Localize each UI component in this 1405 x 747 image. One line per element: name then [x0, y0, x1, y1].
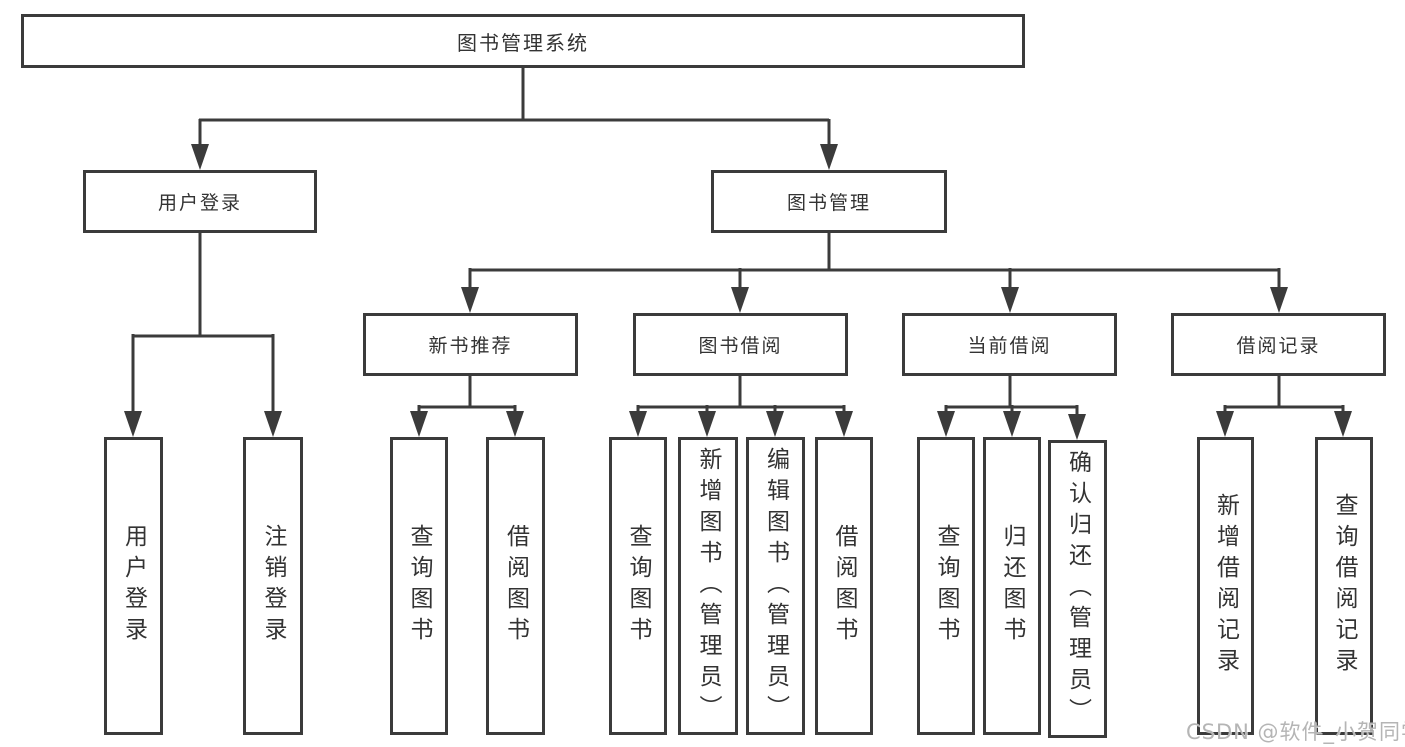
- node-current-borrow: 当前借阅: [902, 313, 1117, 376]
- arrow-down-icon: [1001, 287, 1019, 313]
- node-leaf-add-borrow-record: 新增借阅记录: [1197, 437, 1254, 735]
- arrow-down-icon: [731, 287, 749, 313]
- node-user-login-branch: 用户登录: [83, 170, 317, 233]
- node-leaf-query-books-recommend: 查询图书: [390, 437, 448, 735]
- arrow-down-icon: [835, 411, 853, 437]
- arrow-down-icon: [461, 287, 479, 313]
- node-library-management-system: 图书管理系统: [21, 14, 1025, 68]
- node-leaf-query-borrow-record: 查询借阅记录: [1315, 437, 1373, 735]
- node-borrow-records: 借阅记录: [1171, 313, 1386, 376]
- node-book-management-branch: 图书管理: [711, 170, 947, 233]
- node-leaf-user-login: 用户登录: [104, 437, 163, 735]
- node-leaf-confirm-return-admin: 确认归还（管理员）: [1048, 440, 1107, 738]
- arrow-down-icon: [698, 411, 716, 437]
- arrow-down-icon: [1068, 414, 1086, 440]
- arrow-down-icon: [124, 411, 142, 437]
- node-leaf-borrow-books: 借阅图书: [815, 437, 873, 735]
- arrow-down-icon: [506, 411, 524, 437]
- node-leaf-query-books-borrow: 查询图书: [609, 437, 667, 735]
- arrow-down-icon: [937, 411, 955, 437]
- arrow-down-icon: [1334, 411, 1352, 437]
- node-leaf-edit-books-admin: 编辑图书（管理员）: [746, 437, 805, 735]
- arrow-down-icon: [766, 411, 784, 437]
- csdn-watermark: CSDN @软件_小贺同学: [1186, 720, 1405, 744]
- node-leaf-logout: 注销登录: [243, 437, 303, 735]
- node-book-borrow: 图书借阅: [633, 313, 848, 376]
- arrow-down-icon: [1216, 411, 1234, 437]
- node-leaf-query-books-current: 查询图书: [917, 437, 975, 735]
- arrow-down-icon: [410, 411, 428, 437]
- arrow-down-icon: [629, 411, 647, 437]
- arrow-down-icon: [820, 144, 838, 170]
- arrow-down-icon: [1003, 411, 1021, 437]
- node-leaf-borrow-books-recommend: 借阅图书: [486, 437, 545, 735]
- node-new-book-recommend: 新书推荐: [363, 313, 578, 376]
- arrow-down-icon: [191, 144, 209, 170]
- arrow-down-icon: [264, 411, 282, 437]
- node-leaf-return-books: 归还图书: [983, 437, 1041, 735]
- arrow-down-icon: [1270, 287, 1288, 313]
- node-leaf-add-books-admin: 新增图书（管理员）: [678, 437, 738, 735]
